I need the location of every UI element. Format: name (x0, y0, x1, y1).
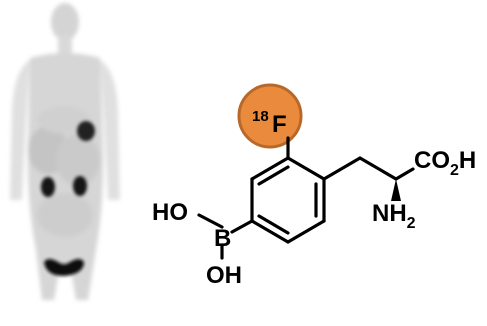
pet-scan-image (10, 3, 120, 300)
bonds (197, 136, 415, 260)
bladder-uptake (44, 259, 84, 276)
isotope-label-circle (237, 83, 303, 149)
stereo-wedge-bond (391, 179, 401, 201)
ring-double-top-left (257, 165, 290, 186)
isotope-mass-number: 18 (252, 108, 269, 125)
right-kidney-uptake (73, 176, 87, 196)
boron-to-top-oh-bond (197, 213, 224, 229)
ring-bond-top-left (250, 156, 290, 181)
boron-atom-label: B (214, 225, 231, 252)
ring-bond-bottom-right (286, 219, 326, 244)
ring-bond-bottom-left (250, 219, 290, 244)
carboxyl-group-label: CO2H (414, 147, 476, 179)
ring-bond-top-right (286, 156, 326, 181)
ring-double-bottom-left (257, 214, 290, 235)
alpha-to-carboxyl-bond (394, 167, 415, 181)
isotope-symbol: F (272, 111, 287, 138)
pet-hotspots (41, 121, 95, 276)
molecule-structure: 18 F CO2H (152, 83, 476, 289)
ring-to-boron-bond (230, 219, 254, 234)
heart-uptake (77, 121, 95, 141)
top-hydroxyl-label: HO (152, 199, 188, 226)
ring-to-ch2-bond (322, 156, 362, 181)
ch2-to-alpha-bond (358, 156, 398, 181)
left-kidney-uptake (41, 177, 55, 197)
amine-group-label: NH2 (372, 200, 416, 232)
bottom-hydroxyl-label: OH (206, 262, 242, 289)
pet-body-silhouette (10, 3, 120, 300)
